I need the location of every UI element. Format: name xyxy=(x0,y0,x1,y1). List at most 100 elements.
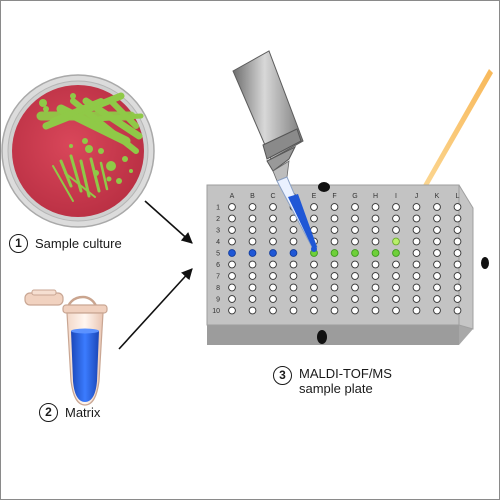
well-E7 xyxy=(310,272,318,280)
well-E10 xyxy=(310,306,318,315)
wells xyxy=(228,203,462,315)
well-L9 xyxy=(453,295,462,303)
well-matrix-A5 xyxy=(228,249,236,257)
step-3-number: 3 xyxy=(273,366,292,385)
column-label-C: C xyxy=(270,193,275,200)
well-E2 xyxy=(310,214,318,223)
well-F6 xyxy=(330,260,339,269)
well-C9 xyxy=(269,295,277,303)
well-C8 xyxy=(269,283,277,292)
well-sample-H5 xyxy=(371,249,380,257)
well-L2 xyxy=(453,214,462,223)
step-1-text: Sample culture xyxy=(35,236,122,251)
column-label-H: H xyxy=(373,193,378,200)
well-G1 xyxy=(351,203,359,211)
row-label-2: 2 xyxy=(216,216,220,223)
well-J9 xyxy=(412,295,421,303)
well-J8 xyxy=(412,283,421,292)
well-L5 xyxy=(453,249,462,257)
row-label-3: 3 xyxy=(216,228,220,235)
well-E6 xyxy=(310,260,318,269)
arrows xyxy=(118,200,193,350)
well-C4 xyxy=(269,237,277,246)
well-H3 xyxy=(371,226,380,234)
well-B6 xyxy=(248,260,257,269)
well-K3 xyxy=(433,226,441,234)
well-G9 xyxy=(351,295,359,303)
column-label-G: G xyxy=(352,193,357,200)
column-label-K: K xyxy=(435,193,440,200)
step-2-text: Matrix xyxy=(65,405,101,420)
column-label-J: J xyxy=(415,193,419,200)
bacterial-colonies xyxy=(36,92,144,202)
row-label-9: 9 xyxy=(216,297,220,304)
well-D7 xyxy=(289,272,298,280)
well-B8 xyxy=(248,283,257,292)
column-label-F: F xyxy=(332,193,336,200)
well-J2 xyxy=(412,214,421,223)
well-F3 xyxy=(330,226,339,234)
well-I1 xyxy=(392,203,400,211)
well-D3 xyxy=(289,226,298,234)
well-C1 xyxy=(269,203,277,211)
well-K4 xyxy=(433,237,441,246)
well-A1 xyxy=(228,203,236,211)
row-label-5: 5 xyxy=(216,251,220,258)
plate-clip-side xyxy=(481,257,489,269)
well-D8 xyxy=(289,283,298,292)
well-I6 xyxy=(392,260,400,269)
well-G4 xyxy=(351,237,359,246)
well-A2 xyxy=(228,214,236,223)
column-label-A: A xyxy=(230,193,235,200)
well-H6 xyxy=(371,260,380,269)
well-I2 xyxy=(392,214,400,223)
microtube xyxy=(24,289,108,406)
well-L4 xyxy=(453,237,462,246)
well-J1 xyxy=(412,203,421,211)
well-A7 xyxy=(228,272,236,280)
well-H10 xyxy=(371,306,380,315)
step-3-text-line1: MALDI-TOF/MS xyxy=(299,366,392,381)
well-D9 xyxy=(289,295,298,303)
well-J5 xyxy=(412,249,421,257)
well-B9 xyxy=(248,295,257,303)
colony-dots xyxy=(39,93,133,184)
well-H9 xyxy=(371,295,380,303)
well-D6 xyxy=(289,260,298,269)
well-I8 xyxy=(392,283,400,292)
well-J7 xyxy=(412,272,421,280)
well-G3 xyxy=(351,226,359,234)
well-D4 xyxy=(289,237,298,246)
well-L1 xyxy=(453,203,462,211)
column-label-E: E xyxy=(312,193,317,200)
well-E8 xyxy=(310,283,318,292)
well-J6 xyxy=(412,260,421,269)
plate-clip-bottom xyxy=(317,330,327,344)
well-F10 xyxy=(330,306,339,315)
well-B4 xyxy=(248,237,257,246)
well-I7 xyxy=(392,272,400,280)
well-C2 xyxy=(269,214,277,223)
well-A4 xyxy=(228,237,236,246)
step-1-number: 1 xyxy=(9,234,28,253)
step-2-number: 2 xyxy=(39,403,58,422)
well-L7 xyxy=(453,272,462,280)
well-F8 xyxy=(330,283,339,292)
well-matrix-B5 xyxy=(248,249,257,257)
well-G7 xyxy=(351,272,359,280)
well-K5 xyxy=(433,249,441,257)
well-K7 xyxy=(433,272,441,280)
row-label-1: 1 xyxy=(216,205,220,212)
well-G8 xyxy=(351,283,359,292)
well-G6 xyxy=(351,260,359,269)
well-C3 xyxy=(269,226,277,234)
well-D10 xyxy=(289,306,298,315)
well-B7 xyxy=(248,272,257,280)
well-L10 xyxy=(453,306,462,315)
well-E9 xyxy=(310,295,318,303)
well-L3 xyxy=(453,226,462,234)
well-G2 xyxy=(351,214,359,223)
